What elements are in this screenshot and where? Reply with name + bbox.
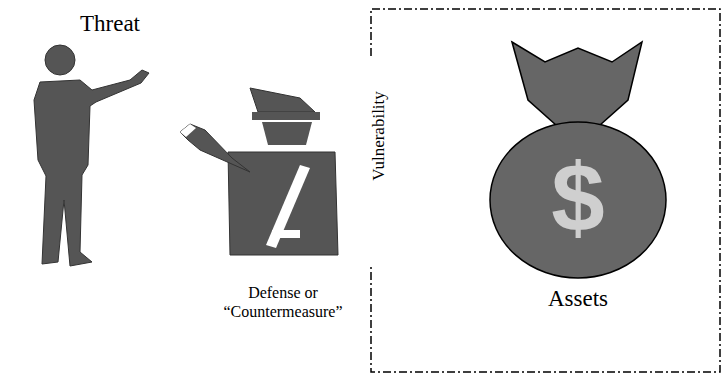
- threat-label: Threat: [40, 10, 180, 38]
- dash-dot-border: [370, 8, 722, 374]
- asset-label: Assets: [548, 286, 608, 312]
- guard-figure: [180, 88, 338, 255]
- vulnerability-region: VulnerabilityAssets: [370, 8, 722, 374]
- defense-label: Defense or “Countermeasure”: [203, 283, 363, 321]
- region-label: Vulnerability: [369, 89, 389, 183]
- threat-figure: [34, 45, 149, 266]
- money-bag: [490, 42, 666, 278]
- dollar-sign: $: [528, 140, 628, 255]
